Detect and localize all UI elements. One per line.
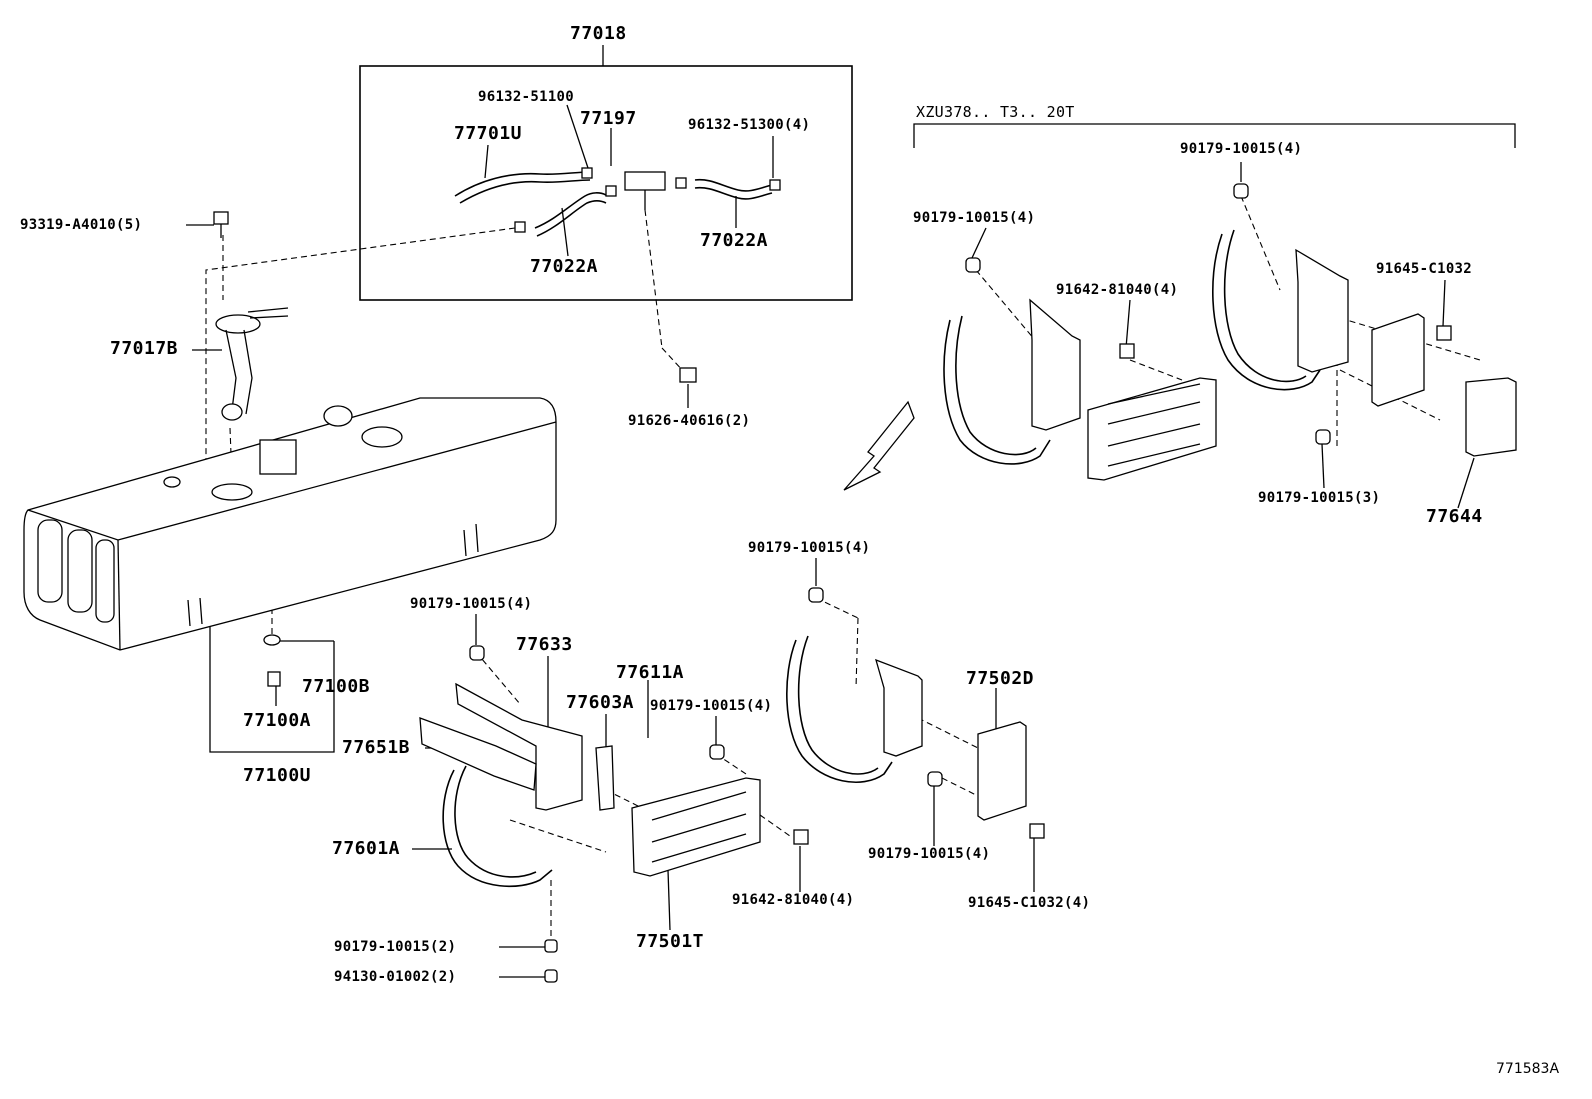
label-77502D: 77502D: [966, 668, 1035, 689]
label-77603A: 77603A: [566, 692, 635, 713]
label-91626-40616: 91626-40616(2): [628, 413, 751, 429]
group-box-77018: [359, 45, 853, 301]
label-77701U: 77701U: [454, 123, 523, 144]
label-77651B: 77651B: [342, 737, 411, 758]
label-90179-right-3: 90179-10015(3): [1258, 490, 1381, 506]
label-77644: 77644: [1426, 506, 1483, 527]
label-91645-mid: 91645-C1032(4): [968, 895, 1091, 911]
label-96132-51300: 96132-51300(4): [688, 117, 811, 133]
label-77100B: 77100B: [302, 676, 371, 697]
label-91642-mid: 91642-81040(4): [732, 892, 855, 908]
hose-icon: [454, 167, 781, 237]
label-77100A: 77100A: [243, 710, 312, 731]
label-94130-01002: 94130-01002(2): [334, 969, 457, 985]
leader-lines: [186, 104, 1475, 978]
label-91645-right: 91645-C1032: [1376, 261, 1473, 277]
label-90179-mid-lower: 90179-10015(4): [868, 846, 991, 862]
label-77022A-top: 77022A: [530, 256, 599, 277]
fuel-tank-icon: [23, 397, 557, 651]
sender-gauge-icon: [215, 307, 289, 421]
label-77633: 77633: [516, 634, 573, 655]
label-77601A: 77601A: [332, 838, 401, 859]
bracket-icon: [419, 248, 1517, 877]
band-icon: [442, 229, 1321, 888]
label-77501T: 77501T: [636, 931, 705, 952]
label-96132-51100: 96132-51100: [478, 89, 575, 105]
figure-code: 771583A: [1496, 1061, 1560, 1077]
label-77100U: 77100U: [243, 765, 312, 786]
label-90179-top-right: 90179-10015(4): [1180, 141, 1303, 157]
label-90179-right-left: 90179-10015(4): [913, 210, 1036, 226]
label-91642-right: 91642-81040(4): [1056, 282, 1179, 298]
label-77197: 77197: [580, 108, 637, 129]
label-77017B: 77017B: [110, 338, 179, 359]
bolt-icon: [213, 211, 1452, 845]
arrow-icon: [843, 400, 915, 491]
variant-bracket: [913, 123, 1516, 148]
label-93319-A4010: 93319-A4010(5): [20, 217, 143, 233]
label-90179-mid-upper: 90179-10015(4): [748, 540, 871, 556]
nut-icon: [263, 183, 1331, 983]
variant-note: XZU378.. T3.. 20T: [916, 103, 1075, 121]
label-90179-left-mid: 90179-10015(4): [410, 596, 533, 612]
label-90179-bottom: 90179-10015(2): [334, 939, 457, 955]
label-77022A-right: 77022A: [700, 230, 769, 251]
label-77611A: 77611A: [616, 662, 685, 683]
label-90179-mid: 90179-10015(4): [650, 698, 773, 714]
label-77018: 77018: [570, 23, 627, 44]
